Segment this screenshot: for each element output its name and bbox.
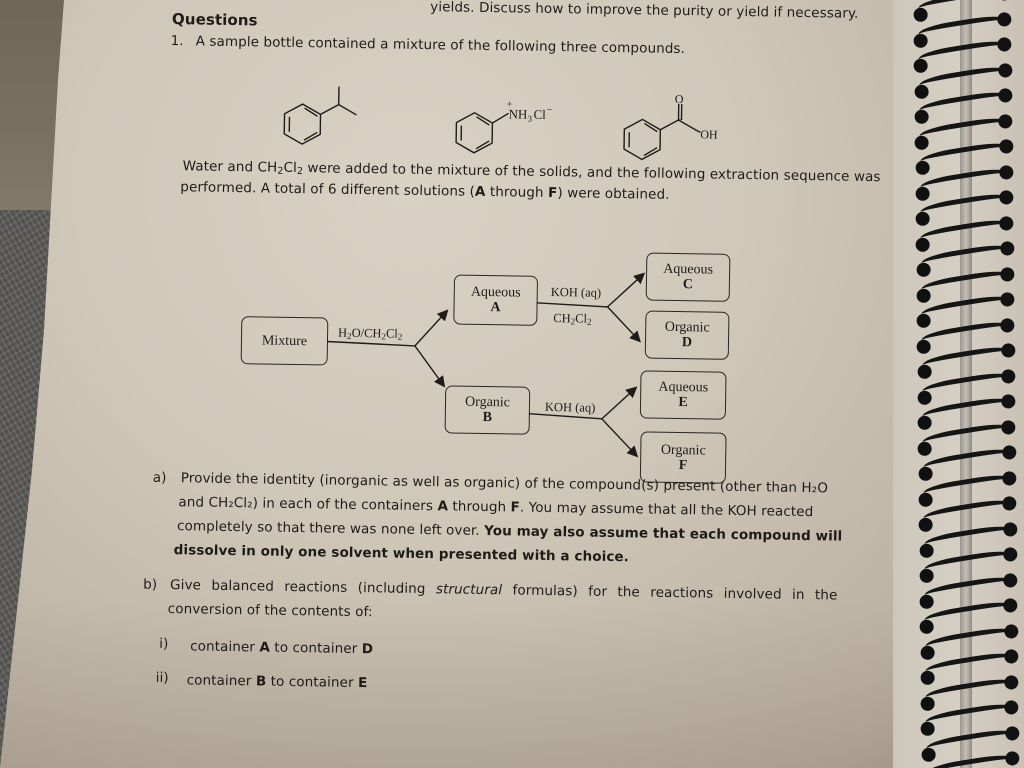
diagram-box-aqueous-a: Aqueous A: [453, 274, 539, 326]
svg-text:3: 3: [527, 114, 532, 124]
part-b-ii-text: container B to container E: [186, 672, 368, 692]
diagram-box-organic-d: Organic D: [644, 310, 730, 360]
benzene-ring-with-ch2-cooh-icon: O OH: [623, 92, 718, 161]
reagent-label-koh-aq-bottom: KOH (aq): [544, 399, 596, 415]
benzene-ring-with-isopropyl-icon: [283, 86, 357, 145]
part-b-line-2: conversion of the contents of:: [167, 601, 373, 621]
hydroxyl-label: OH: [700, 127, 718, 141]
carbonyl-oxygen-label: O: [675, 92, 684, 106]
extraction-flow-diagram: Mixture H2O/CH2Cl2 Aqueous A Organic B K…: [0, 0, 1024, 484]
page-shadow: [0, 600, 1024, 768]
part-b-label: b): [143, 576, 158, 593]
molecule-phenylacetic-acid: O OH: [616, 92, 747, 179]
molecule-isopropylbenzene: [276, 84, 377, 160]
benzene-ring-with-ch2-nh3cl-icon: + NH 3 Cl −: [455, 99, 553, 154]
part-b-ii-label: ii): [155, 669, 169, 687]
diagram-box-mixture: Mixture: [240, 316, 329, 366]
part-b-i-label: i): [159, 635, 169, 653]
diagram-box-organic-f: Organic F: [639, 431, 727, 484]
spiral-binding: [910, 0, 1020, 768]
reagent-label-h2o-ch2cl2: H2O/CH2Cl2: [337, 325, 403, 342]
diagram-box-organic-b: Organic B: [444, 385, 531, 435]
part-b-i-text: container A to container D: [190, 638, 374, 658]
part-a-label: a): [152, 469, 167, 487]
svg-text:Cl: Cl: [533, 107, 546, 122]
diagram-box-aqueous-c: Aqueous C: [645, 252, 731, 302]
reagent-label-koh-aq-top: KOH (aq): [550, 285, 602, 300]
molecule-benzylammonium-chloride: + NH 3 Cl −: [448, 96, 589, 172]
svg-text:+: +: [507, 99, 513, 110]
svg-text:−: −: [547, 105, 553, 116]
svg-text:NH: NH: [508, 106, 527, 121]
reagent-label-ch2cl2: CH2Cl2: [553, 311, 592, 327]
diagram-box-aqueous-e: Aqueous E: [639, 370, 727, 420]
